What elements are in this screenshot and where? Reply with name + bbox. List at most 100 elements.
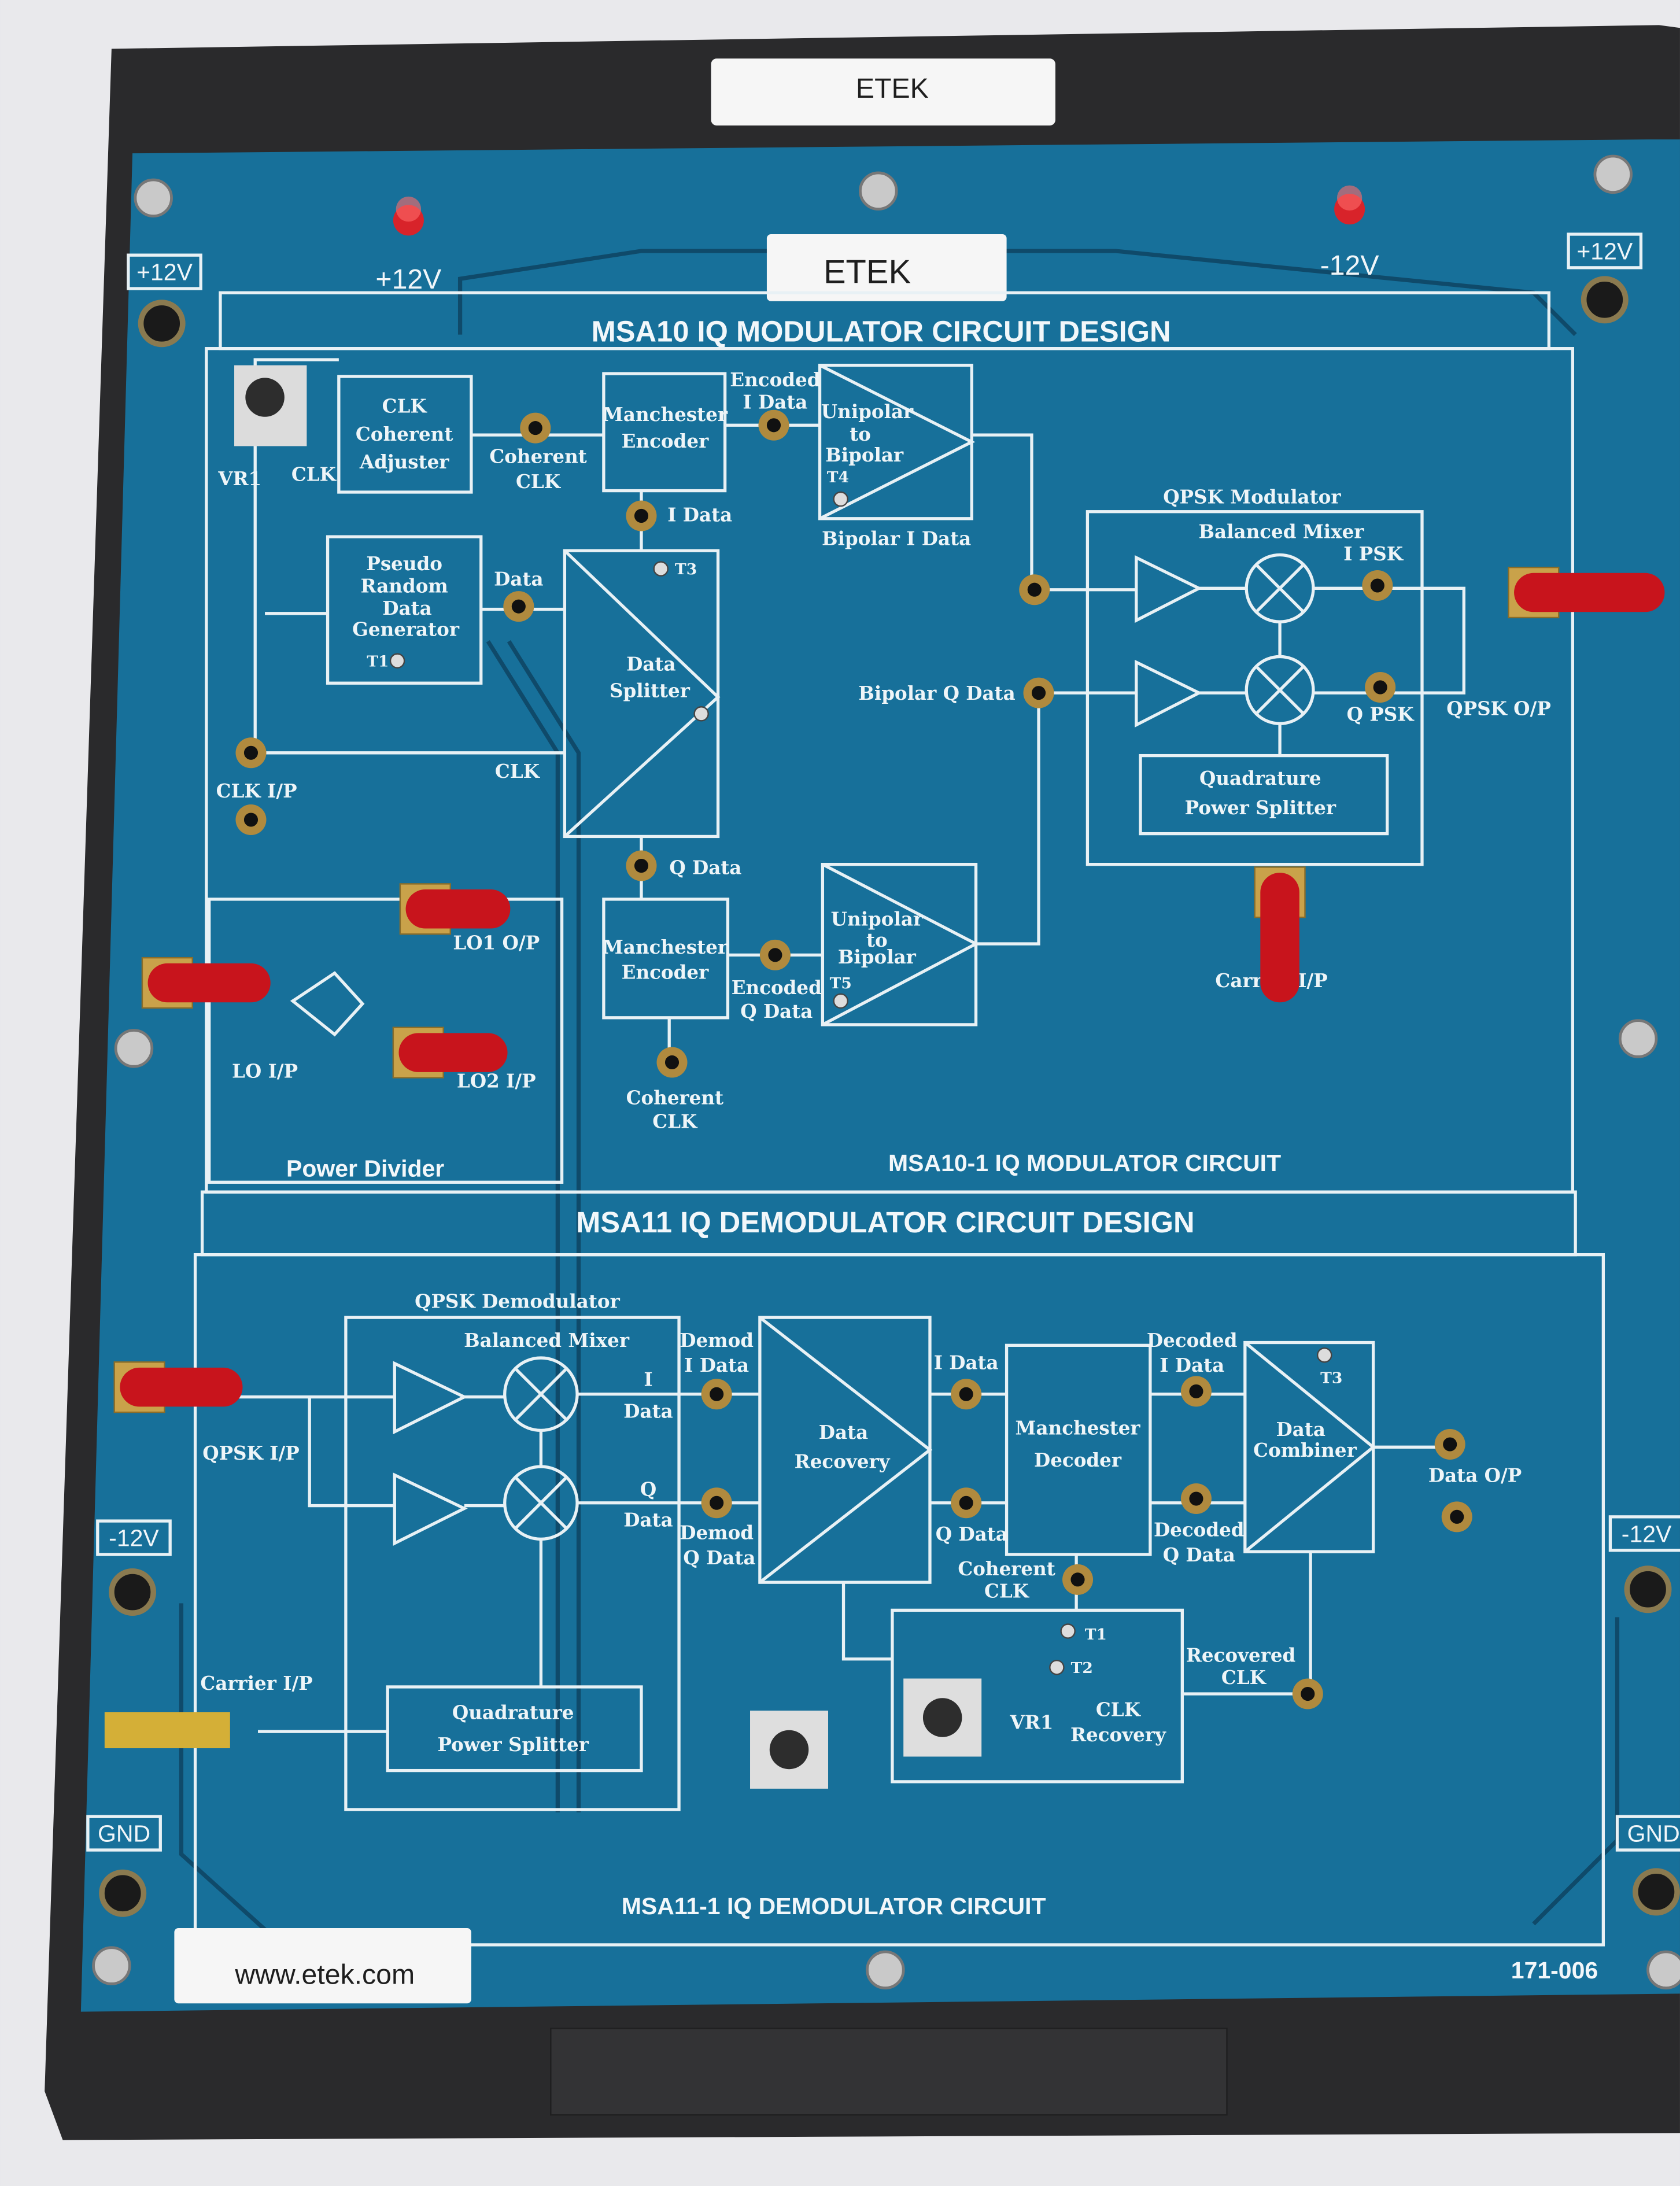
board-sticker	[766, 234, 1007, 301]
data-splitter-label: Splitter	[610, 679, 691, 701]
t5-label: T5	[830, 974, 852, 992]
led-minus12v-label: -12V	[1320, 250, 1379, 281]
led-highlight	[396, 196, 422, 222]
jack-hole	[511, 599, 526, 614]
rail-left-top-label: +12V	[136, 259, 193, 286]
test-point[interactable]	[833, 491, 848, 507]
potentiometer-knob[interactable]	[769, 1730, 809, 1770]
t3-label: T3	[675, 560, 697, 578]
screw-icon	[134, 178, 173, 218]
manchester-encoder-q-label: Manchester	[603, 936, 728, 958]
prdg-label: Data	[382, 597, 431, 619]
power-jack[interactable]	[109, 1568, 157, 1616]
vr1-label: VR1	[1010, 1711, 1054, 1733]
test-point[interactable]	[1049, 1659, 1065, 1675]
encoded-i-label: I Data	[743, 390, 807, 413]
jack-hole	[710, 1496, 724, 1510]
demod-q-label: Q Data	[683, 1546, 755, 1569]
power-jack[interactable]	[1624, 1565, 1672, 1613]
jack-hole	[959, 1496, 973, 1510]
qpsk-ip-label: QPSK I/P	[202, 1442, 299, 1464]
demod-i-label: Demod	[680, 1329, 754, 1352]
carrier-ip-label: Carrier I/P	[200, 1672, 312, 1694]
q-data-label: Data	[623, 1509, 673, 1531]
power-jack[interactable]	[1632, 1868, 1680, 1916]
prdg-label: Random	[360, 575, 448, 597]
test-point[interactable]	[389, 653, 405, 669]
website-sticker	[174, 1928, 471, 2004]
case-sticker	[711, 58, 1055, 125]
sma-carrier-input[interactable]	[104, 1712, 230, 1749]
demodulator-area	[193, 1253, 1605, 1947]
clk-label: CLK	[291, 463, 337, 486]
rail-left-mid-label: -12V	[109, 1524, 159, 1551]
encoded-i-label: Encoded	[730, 368, 820, 391]
decoded-q-label: Q Data	[1163, 1544, 1235, 1566]
unipolar-q-label: Bipolar	[838, 946, 917, 968]
data-recovery-label: Data	[819, 1421, 868, 1443]
led-highlight	[1336, 185, 1363, 211]
data-splitter-label: Data	[626, 653, 675, 675]
screw-icon	[1593, 154, 1633, 194]
prdg-label: Pseudo	[366, 552, 442, 575]
coherent-clk-2-label: Coherent	[626, 1086, 723, 1109]
t3-label: T3	[1320, 1369, 1342, 1387]
recovered-clk-label: CLK	[1221, 1666, 1267, 1689]
potentiometer-knob[interactable]	[245, 378, 285, 417]
test-point[interactable]	[1060, 1623, 1076, 1639]
i-data-label: I Data	[667, 504, 732, 526]
quad-splitter-label: Power Splitter	[1185, 796, 1336, 819]
power-jack[interactable]	[1581, 276, 1629, 324]
quad-splitter-label: Quadrature	[1199, 767, 1321, 789]
jack-hole	[1070, 1572, 1085, 1587]
qpsk-op-label: QPSK O/P	[1446, 697, 1551, 720]
coherent-clk-label: CLK	[984, 1580, 1030, 1602]
jack-hole	[768, 948, 782, 962]
jack-hole	[1301, 1686, 1315, 1701]
rail-right-mid-label: -12V	[1622, 1520, 1672, 1547]
manchester-encoder-i-label: Encoder	[622, 430, 709, 452]
case-bottom-lip	[550, 2028, 1228, 2116]
test-point[interactable]	[693, 706, 709, 722]
q-data-2-label: Q Data	[936, 1523, 1008, 1545]
test-point[interactable]	[653, 561, 669, 577]
test-point[interactable]	[833, 993, 848, 1009]
jack-hole	[959, 1387, 973, 1401]
qpsk-modulator-label: QPSK Modulator	[1163, 485, 1341, 508]
q-psk-label: Q PSK	[1347, 703, 1415, 725]
i-data-label: Data	[623, 1400, 673, 1423]
vr1-label: VR1	[217, 467, 261, 490]
demodulator-subtitle: MSA11-1 IQ DEMODULATOR CIRCUIT	[622, 1893, 1046, 1919]
manchester-decoder-label: Manchester	[1015, 1417, 1140, 1439]
power-jack[interactable]	[138, 300, 186, 348]
modulator-subtitle: MSA10-1 IQ MODULATOR CIRCUIT	[888, 1150, 1281, 1176]
jack-hole	[1189, 1491, 1203, 1506]
jack-hole	[710, 1387, 724, 1401]
jack-hole	[766, 418, 781, 433]
power-jack[interactable]	[99, 1869, 147, 1917]
t1-label: T1	[1085, 1626, 1107, 1644]
test-point[interactable]	[1316, 1347, 1332, 1363]
unipolar-q-label: to	[866, 929, 888, 951]
screw-icon	[866, 1950, 905, 1990]
demodulator-title: MSA11 IQ DEMODULATOR CIRCUIT DESIGN	[576, 1206, 1194, 1239]
jack-hole	[243, 745, 259, 760]
t2-label: T2	[1071, 1659, 1093, 1677]
encoded-q-label: Encoded	[732, 976, 822, 999]
demod-i-label: I Data	[684, 1354, 749, 1376]
i-data-2-label: I Data	[934, 1351, 999, 1373]
coherent-clk-2-label: CLK	[652, 1110, 698, 1132]
bipolar-i-label: Bipolar I Data	[822, 527, 971, 550]
clk-label-2: CLK	[495, 760, 541, 782]
rail-labels: +12V +12V -12V -12V GND GND	[86, 232, 1680, 1852]
rail-left-gnd-label: GND	[98, 1821, 150, 1847]
jack-hole	[1443, 1437, 1457, 1452]
potentiometer-knob[interactable]	[922, 1698, 962, 1737]
demod-q-label: Demod	[680, 1521, 754, 1544]
q-data-label: Q Data	[669, 856, 741, 879]
decoded-i-label: I Data	[1160, 1354, 1224, 1376]
jack-hole	[1189, 1384, 1203, 1398]
screw-icon	[1646, 1950, 1680, 1990]
jack-hole	[528, 421, 542, 435]
